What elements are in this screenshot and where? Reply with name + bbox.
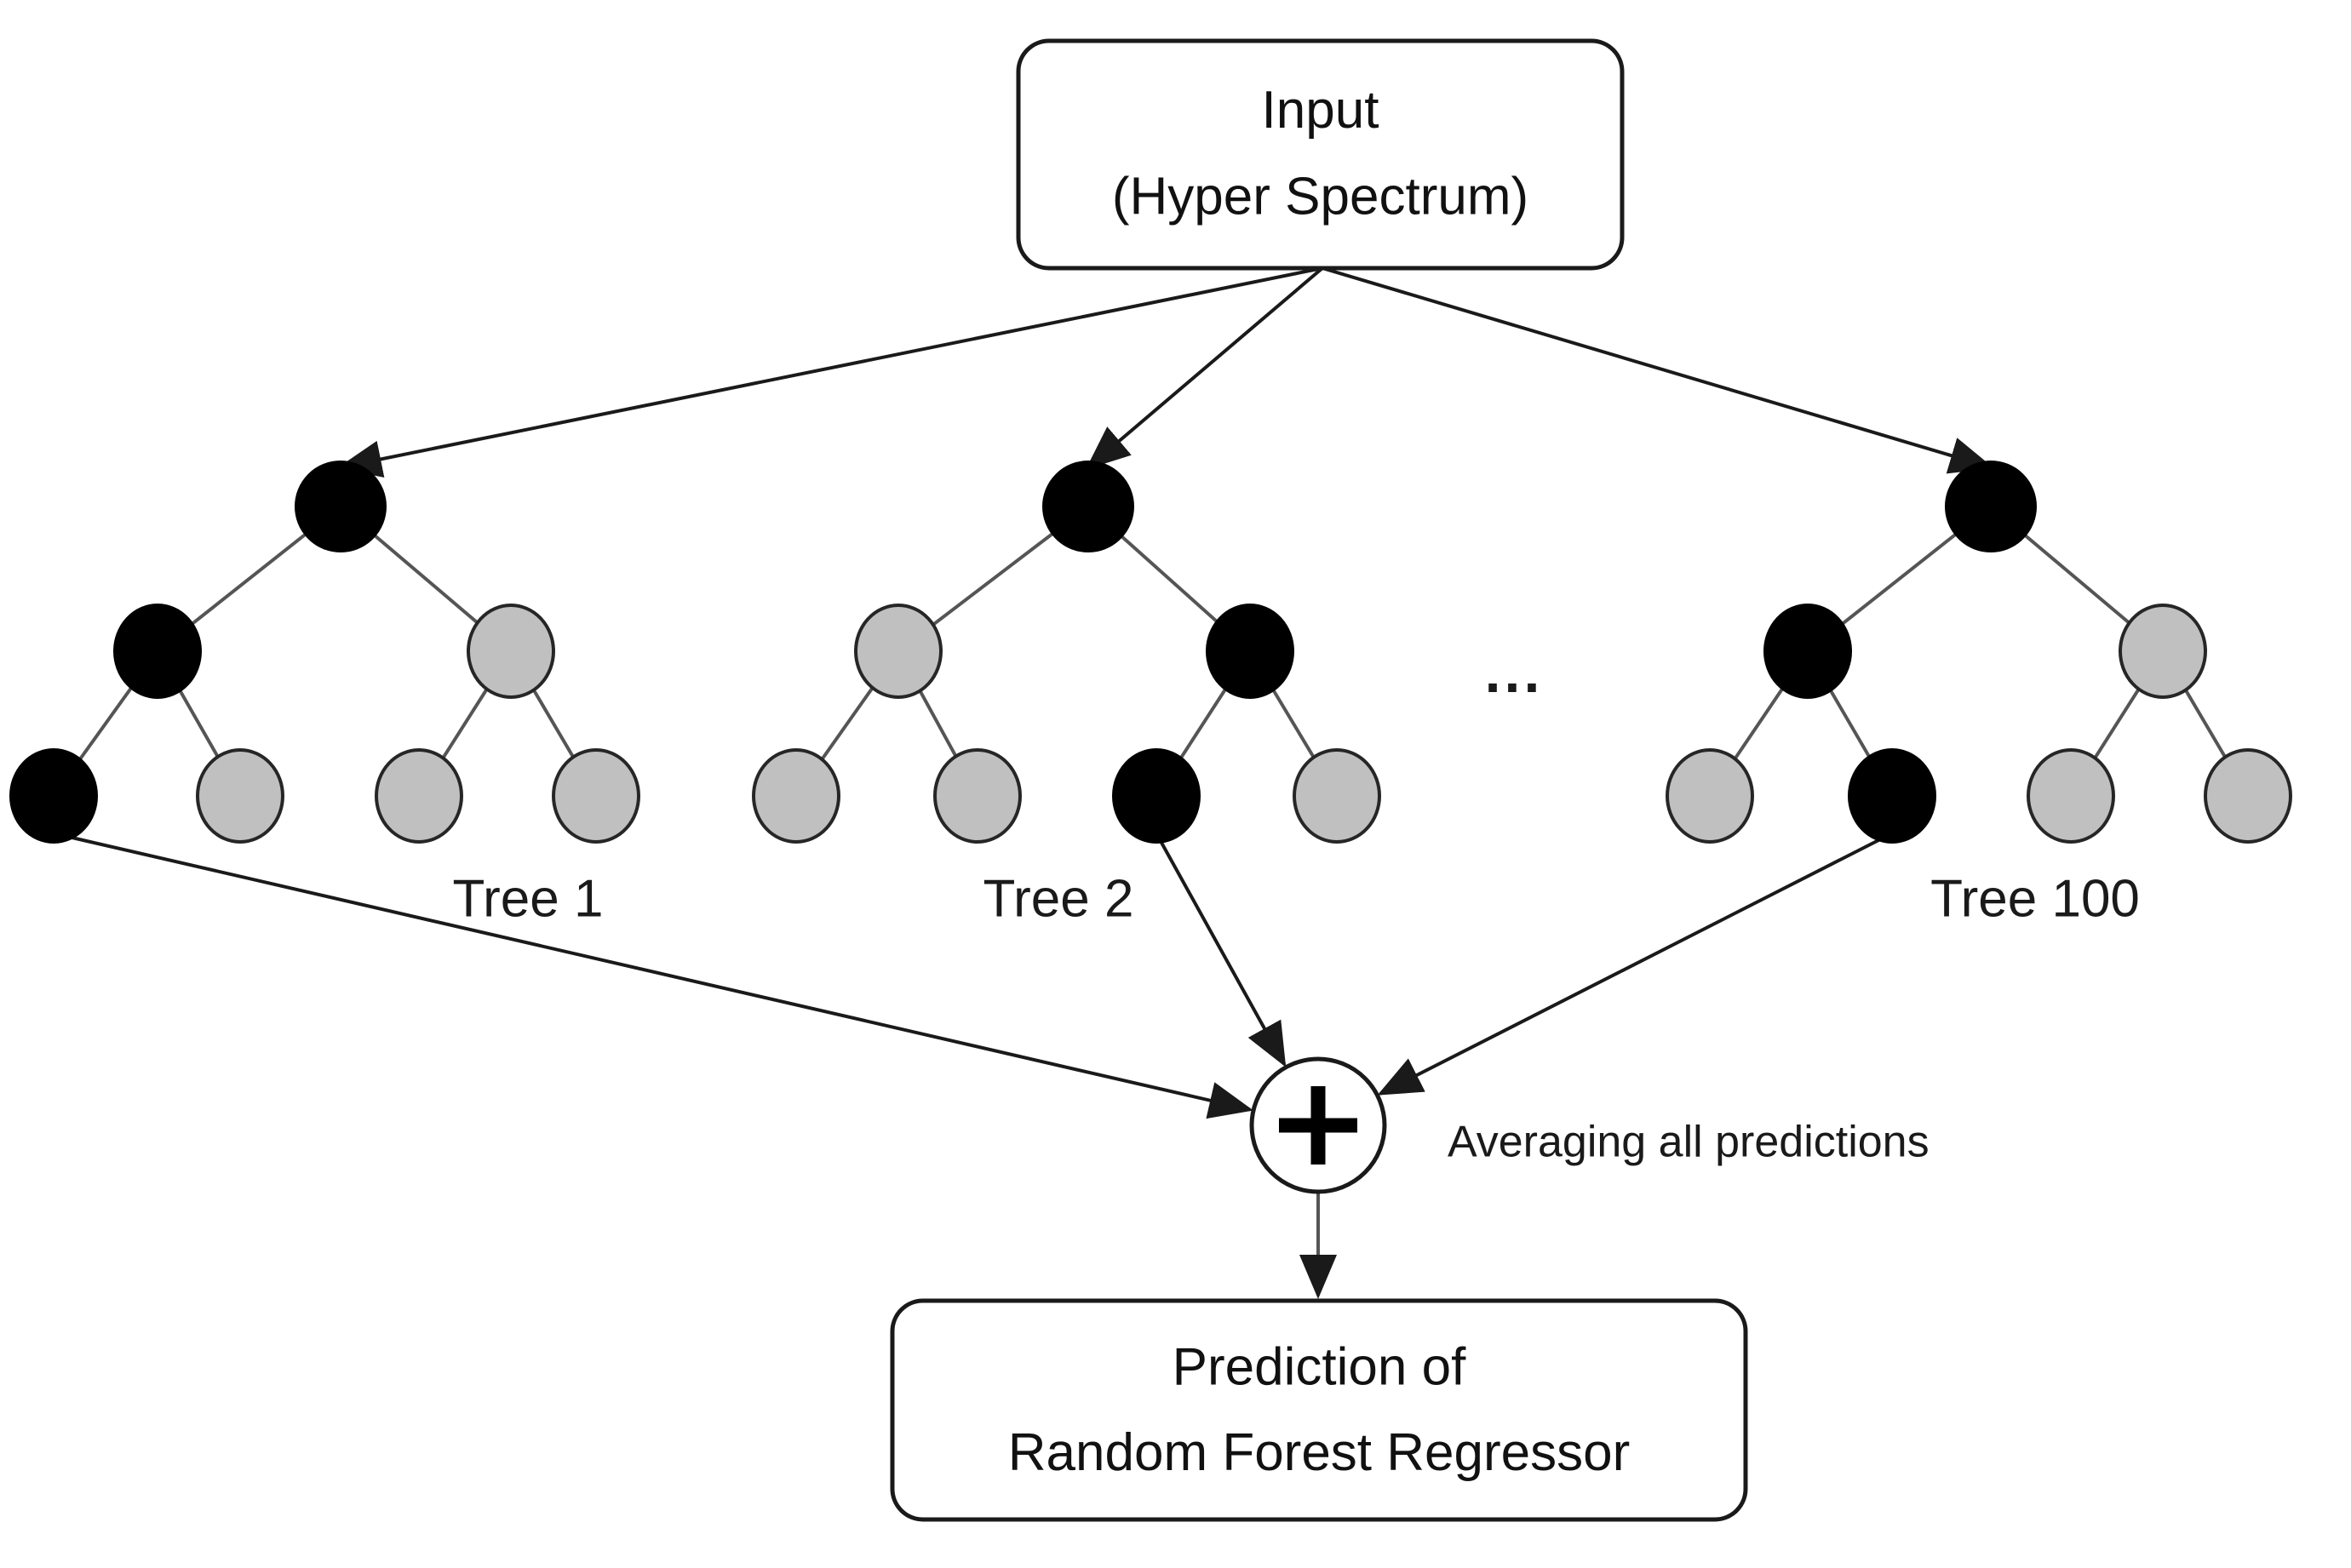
- tree-2-leaf-node-4: [1293, 748, 1381, 844]
- tree-1-leaf-node-2: [196, 748, 284, 844]
- tree-2-leaf-node-3: [1112, 748, 1201, 844]
- tree-3-root-node: [1945, 461, 2037, 552]
- tree-1-mid-node-1: [113, 604, 202, 699]
- tree-2-mid-node-2: [1206, 604, 1294, 699]
- output-box: Prediction of Random Forest Regressor: [890, 1298, 1748, 1522]
- tree-1-leaf-node-4: [552, 748, 640, 844]
- tree-2-mid-node-1: [854, 604, 943, 699]
- tree-label-1: Tree 1: [453, 869, 604, 928]
- tree-3-leaf-node-1: [1666, 748, 1754, 844]
- tree-1-leaf-node-3: [375, 748, 463, 844]
- input-box-line2: (Hyper Spectrum): [1112, 167, 1528, 226]
- tree-label-3: Tree 100: [1930, 869, 2140, 928]
- tree-labels-layer: Tree 1 Tree 2 Tree 100: [453, 869, 2140, 928]
- tree-1-mid-node-2: [467, 604, 555, 699]
- tree-1-leaf-node-1: [9, 748, 98, 844]
- summation-node: [1249, 1056, 1387, 1194]
- plus-icon: [1279, 1086, 1357, 1165]
- averaging-annotation: Averaging all predictions: [1448, 1118, 1930, 1167]
- tree-1-root-node: [295, 461, 387, 552]
- tree-3-leaf-node-2: [1848, 748, 1936, 844]
- tree-3-leaf-node-4: [2204, 748, 2292, 844]
- tree-3-mid-node-2: [2119, 604, 2207, 699]
- output-box-line2: Random Forest Regressor: [1008, 1423, 1631, 1482]
- input-box: Input (Hyper Spectrum): [1016, 38, 1625, 271]
- ellipsis-indicator: ...: [1485, 640, 1544, 705]
- tree-2-root-node: [1042, 461, 1134, 552]
- tree-3-mid-node-1: [1763, 604, 1852, 699]
- tree-3-leaf-node-3: [2027, 748, 2115, 844]
- input-box-line1: Input: [1262, 81, 1379, 140]
- tree-label-2: Tree 2: [983, 869, 1134, 928]
- tree-2-leaf-node-1: [752, 748, 840, 844]
- output-box-line1: Prediction of: [1173, 1338, 1466, 1397]
- nodes-layer: [9, 461, 2292, 844]
- tree-2-leaf-node-2: [933, 748, 1022, 844]
